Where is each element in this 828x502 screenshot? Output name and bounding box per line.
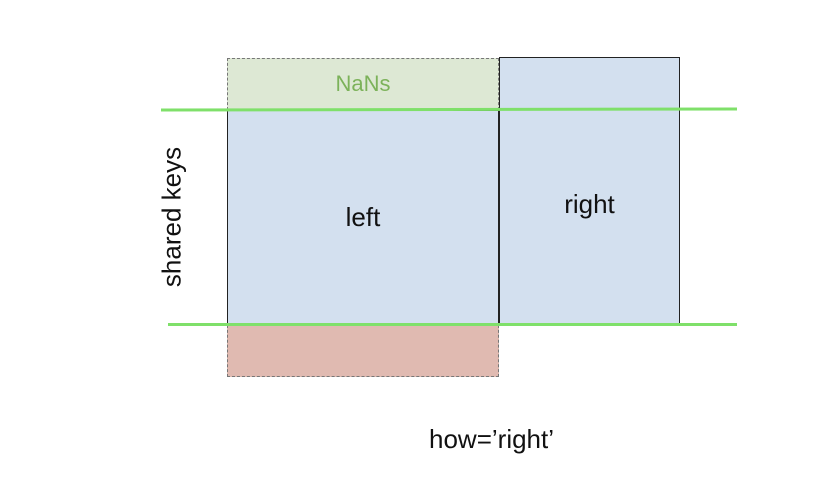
dropped-left-rows	[227, 325, 499, 377]
shared-keys-label: shared keys	[156, 146, 187, 288]
right-table-label: right	[564, 189, 615, 219]
right-table-box	[499, 57, 680, 325]
nans-label: NaNs	[335, 71, 391, 96]
left-table-label: left	[345, 202, 381, 232]
left-table-box	[227, 110, 499, 325]
nans-region	[227, 58, 499, 110]
shared-keys-bottom-line	[168, 323, 737, 326]
join-type-label: how=’right’	[429, 424, 555, 454]
